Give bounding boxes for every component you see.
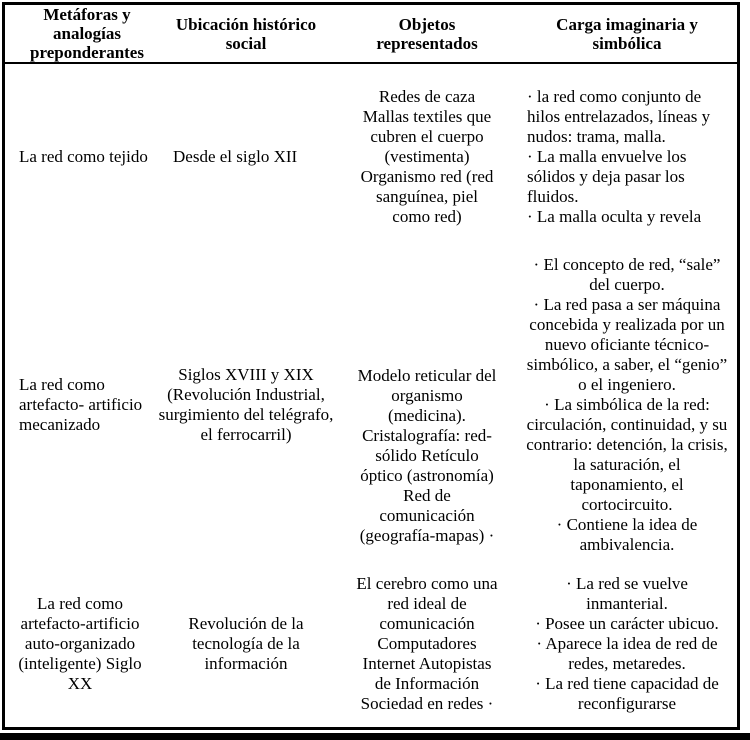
col-header-carga: Carga imaginaria y simbólica <box>517 5 737 64</box>
bottom-rule <box>0 733 750 740</box>
cell-metaforas-autoorganizado: La red como artefacto-artificio auto-org… <box>18 593 142 693</box>
cell-ubicacion-autoorganizado: Revolución de la tecnología de la inform… <box>188 613 304 673</box>
table-row-red-autoorganizado: La red como artefacto-artificio auto-org… <box>5 560 737 727</box>
cell-objetos-tejido: Redes de caza Mallas textiles que cubren… <box>360 87 494 226</box>
header-row: Metáforas y analogías preponderantes Ubi… <box>5 5 737 64</box>
cell-objetos-mecanizado: Modelo reticular del organismo (medicina… <box>357 366 497 545</box>
table-row-red-tejido: La red como tejido Desde el siglo XII Re… <box>5 63 737 250</box>
cell-carga-mecanizado: · El concepto de red, “sale” del cuerpo.… <box>526 255 728 554</box>
col-header-metaforas: Metáforas y analogías preponderantes <box>5 5 155 64</box>
cell-carga-autoorganizado: · La red se vuelve inmanterial. · Posee … <box>535 573 719 713</box>
cell-ubicacion-mecanizado: Siglos XVIII y XIX (Revolución Industria… <box>158 365 334 444</box>
col-header-ubicacion: Ubicación histórico social <box>155 5 337 64</box>
metaphors-table: Metáforas y analogías preponderantes Ubi… <box>5 5 737 727</box>
cell-carga-tejido: · la red como conjunto de hilos entrelaz… <box>527 87 711 226</box>
cell-objetos-autoorganizado: El cerebro como una red ideal de comunic… <box>356 573 498 713</box>
table-row-red-mecanizado: La red como artefacto- artificio mecaniz… <box>5 250 737 560</box>
cell-metaforas-mecanizado: La red como artefacto- artificio mecaniz… <box>19 375 143 434</box>
col-header-objetos: Objetos representados <box>337 5 517 64</box>
cell-ubicacion-tejido: Desde el siglo XII <box>173 147 298 166</box>
metaphors-table-frame: Metáforas y analogías preponderantes Ubi… <box>2 2 740 730</box>
cell-metaforas-tejido: La red como tejido <box>19 147 148 166</box>
